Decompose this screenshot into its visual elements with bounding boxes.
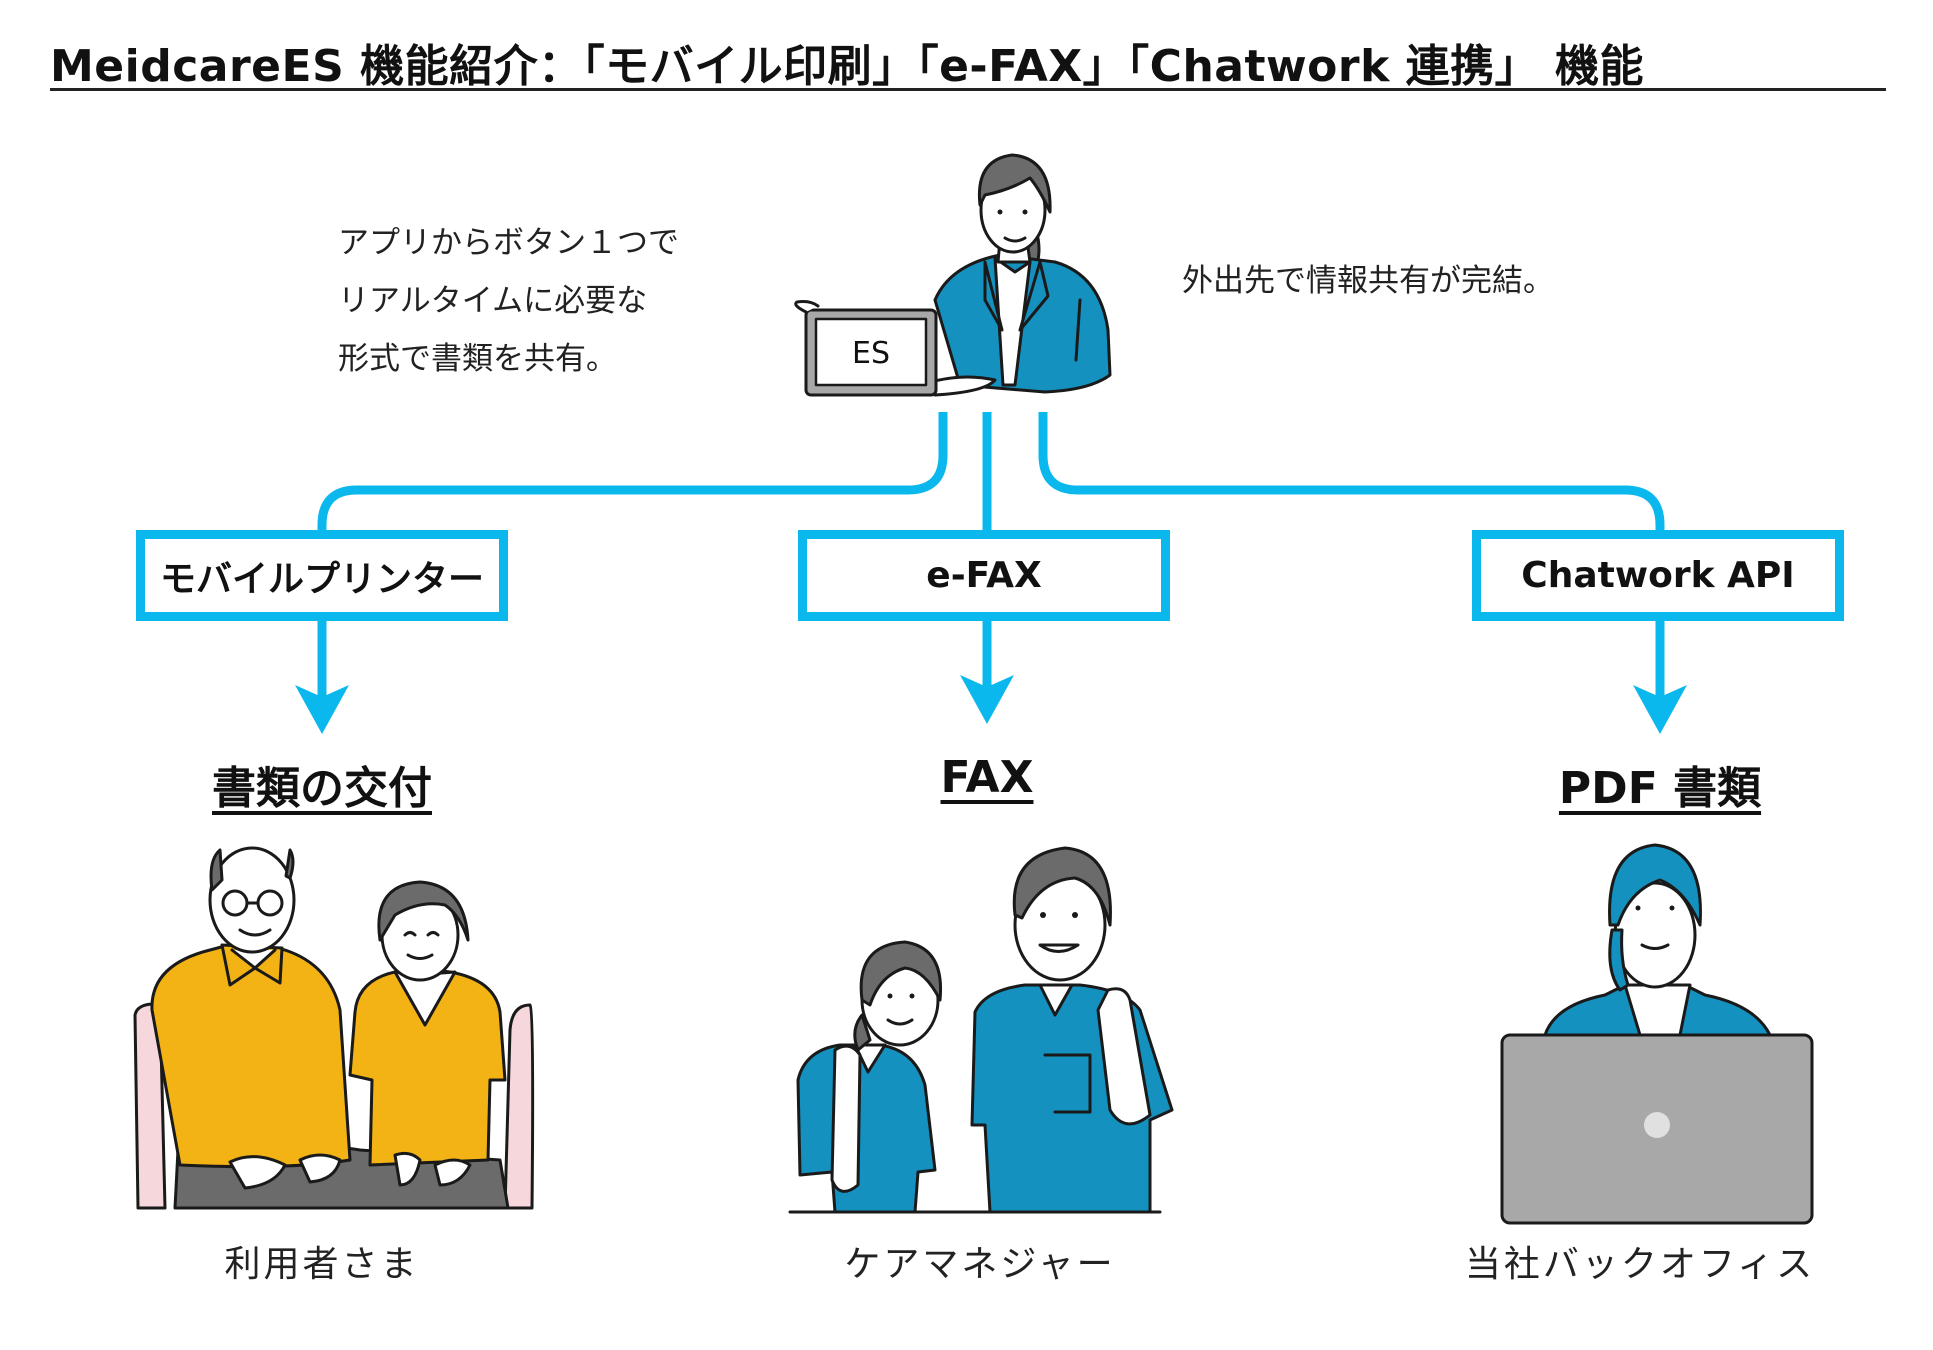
tablet-label: ES <box>852 336 890 371</box>
intro-line: 形式で書類を共有。 <box>338 341 617 377</box>
presenter-illustration <box>794 153 1112 397</box>
branch-box-label: e-FAX <box>926 555 1042 596</box>
arrowhead-center <box>960 675 1014 724</box>
recipient-caption-care-managers: ケアマネジャー <box>844 1244 1116 1285</box>
intro-line: アプリからボタン１つで <box>338 225 679 261</box>
intro-line: リアルタイムに必要な <box>338 283 648 319</box>
branch-box-label: モバイルプリンター <box>159 558 484 600</box>
office-worker-illustration <box>1500 843 1814 1225</box>
branch-box-label: Chatwork API <box>1521 555 1795 596</box>
care-managers-illustration <box>788 846 1174 1214</box>
connector-left <box>317 412 948 533</box>
output-heading-document-delivery: 書類の交付 <box>212 763 432 814</box>
page-title: MeidcareES 機能紹介：「モバイル印刷」「e-FAX」「Chatwork… <box>50 41 1644 92</box>
arrowhead-left <box>295 685 349 734</box>
arrowheads <box>295 675 1687 734</box>
branch-box-chatwork-api: Chatwork API <box>1472 530 1844 621</box>
branch-box-mobile-printer: モバイルプリンター <box>136 530 508 621</box>
intro-description-right: 外出先で情報共有が完結。 <box>1182 263 1554 299</box>
intro-description-left: アプリからボタン１つで リアルタイムに必要な 形式で書類を共有。 <box>338 214 679 388</box>
connectors <box>317 412 1665 705</box>
branch-box-efax: e-FAX <box>798 530 1170 621</box>
output-heading-pdf-documents: PDF 書類 <box>1558 763 1762 814</box>
output-heading-fax: FAX <box>940 752 1034 803</box>
title-underline <box>50 88 1886 91</box>
recipient-caption-users: 利用者さま <box>224 1244 420 1285</box>
connector-right <box>1038 412 1665 533</box>
elderly-couple-illustration <box>133 846 535 1210</box>
recipient-caption-back-office: 当社バックオフィス <box>1464 1244 1816 1285</box>
arrowhead-right <box>1633 685 1687 734</box>
